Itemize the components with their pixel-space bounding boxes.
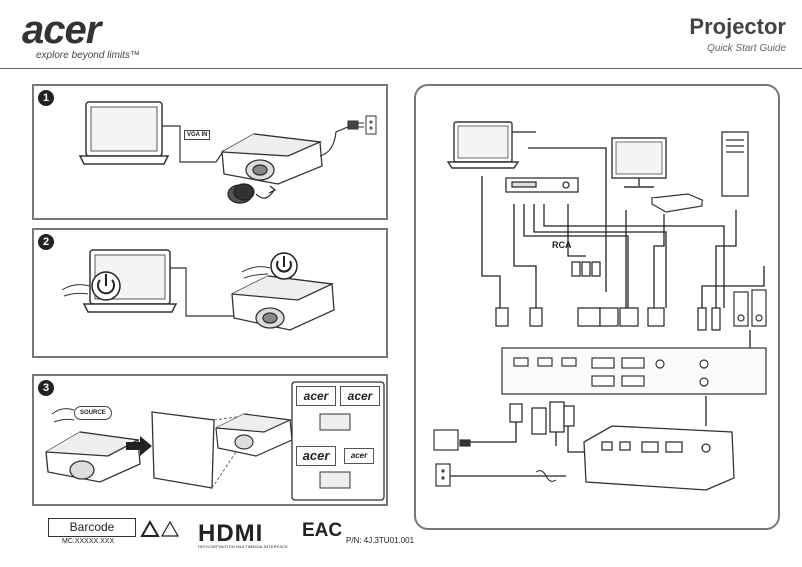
power-plug-icon xyxy=(347,115,377,135)
projector-icon xyxy=(215,413,293,457)
usb-device-icon xyxy=(433,429,471,451)
step-2-badge: 2 xyxy=(38,234,54,250)
brand-tagline: explore beyond limits™ xyxy=(36,50,140,61)
hdmi-tagline: HIGH-DEFINITION MULTIMEDIA INTERFACE xyxy=(198,544,289,549)
monitor-icon xyxy=(611,137,667,188)
projector-icon xyxy=(231,275,335,331)
wall-outlet-icon xyxy=(435,463,451,487)
step-3-panel: 3 SOURCE acer acer acer acer xyxy=(32,374,388,506)
step-3-badge: 3 xyxy=(38,380,54,396)
acer-logo-preview: acer xyxy=(296,386,336,406)
power-button-icon xyxy=(91,271,121,301)
lens-cap-icon xyxy=(227,183,277,204)
hdmi-logo: HDMI xyxy=(198,520,264,547)
power-button-icon xyxy=(270,252,298,280)
model-code: MC.XXXXX.XXX xyxy=(62,538,115,545)
set-top-box-icon xyxy=(650,193,705,213)
step-3-illustration xyxy=(45,381,385,501)
rca-label: RCA xyxy=(552,240,572,250)
step-1-panel: 1 VGA xyxy=(32,84,388,220)
connection-diagram xyxy=(433,121,767,491)
connection-diagram-panel: RCA xyxy=(414,84,780,530)
focus-ring-icon xyxy=(319,413,351,489)
step-2-illustration xyxy=(61,249,335,331)
pc-tower-icon xyxy=(721,131,749,197)
step-2-panel: 2 xyxy=(32,228,388,358)
projector-icon xyxy=(221,133,323,185)
step-1-badge: 1 xyxy=(38,90,54,106)
speaker-icon xyxy=(733,289,767,327)
dvd-player-icon xyxy=(505,177,579,193)
usb-power-adapter-icon xyxy=(509,401,575,435)
source-button-label: SOURCE xyxy=(74,406,112,420)
laptop-icon xyxy=(446,121,520,169)
arrow-right-icon xyxy=(126,436,152,456)
part-number: P/N: 4J.3TU01.001 xyxy=(346,536,415,545)
header-divider xyxy=(0,68,802,69)
page-title: Projector xyxy=(689,14,786,39)
io-port-panel xyxy=(501,347,767,395)
vga-in-label: VGA IN xyxy=(184,130,211,140)
step-1-illustration xyxy=(78,101,377,204)
acer-logo-preview: acer xyxy=(340,386,380,406)
acer-logo-preview: acer xyxy=(344,448,374,464)
projection-screen xyxy=(151,411,215,489)
connector-icon xyxy=(495,307,721,331)
rca-connector-icon xyxy=(571,261,601,277)
laptop-icon xyxy=(78,101,170,165)
projector-icon xyxy=(45,431,141,483)
page-subtitle: Quick Start Guide xyxy=(707,43,786,54)
acer-logo: acer xyxy=(22,8,101,52)
eac-mark: EAC xyxy=(302,520,343,541)
projector-icon xyxy=(583,425,735,491)
acer-logo-preview: acer xyxy=(296,446,336,466)
barcode-box: Barcode xyxy=(48,518,136,537)
recycle-icon xyxy=(140,520,180,537)
